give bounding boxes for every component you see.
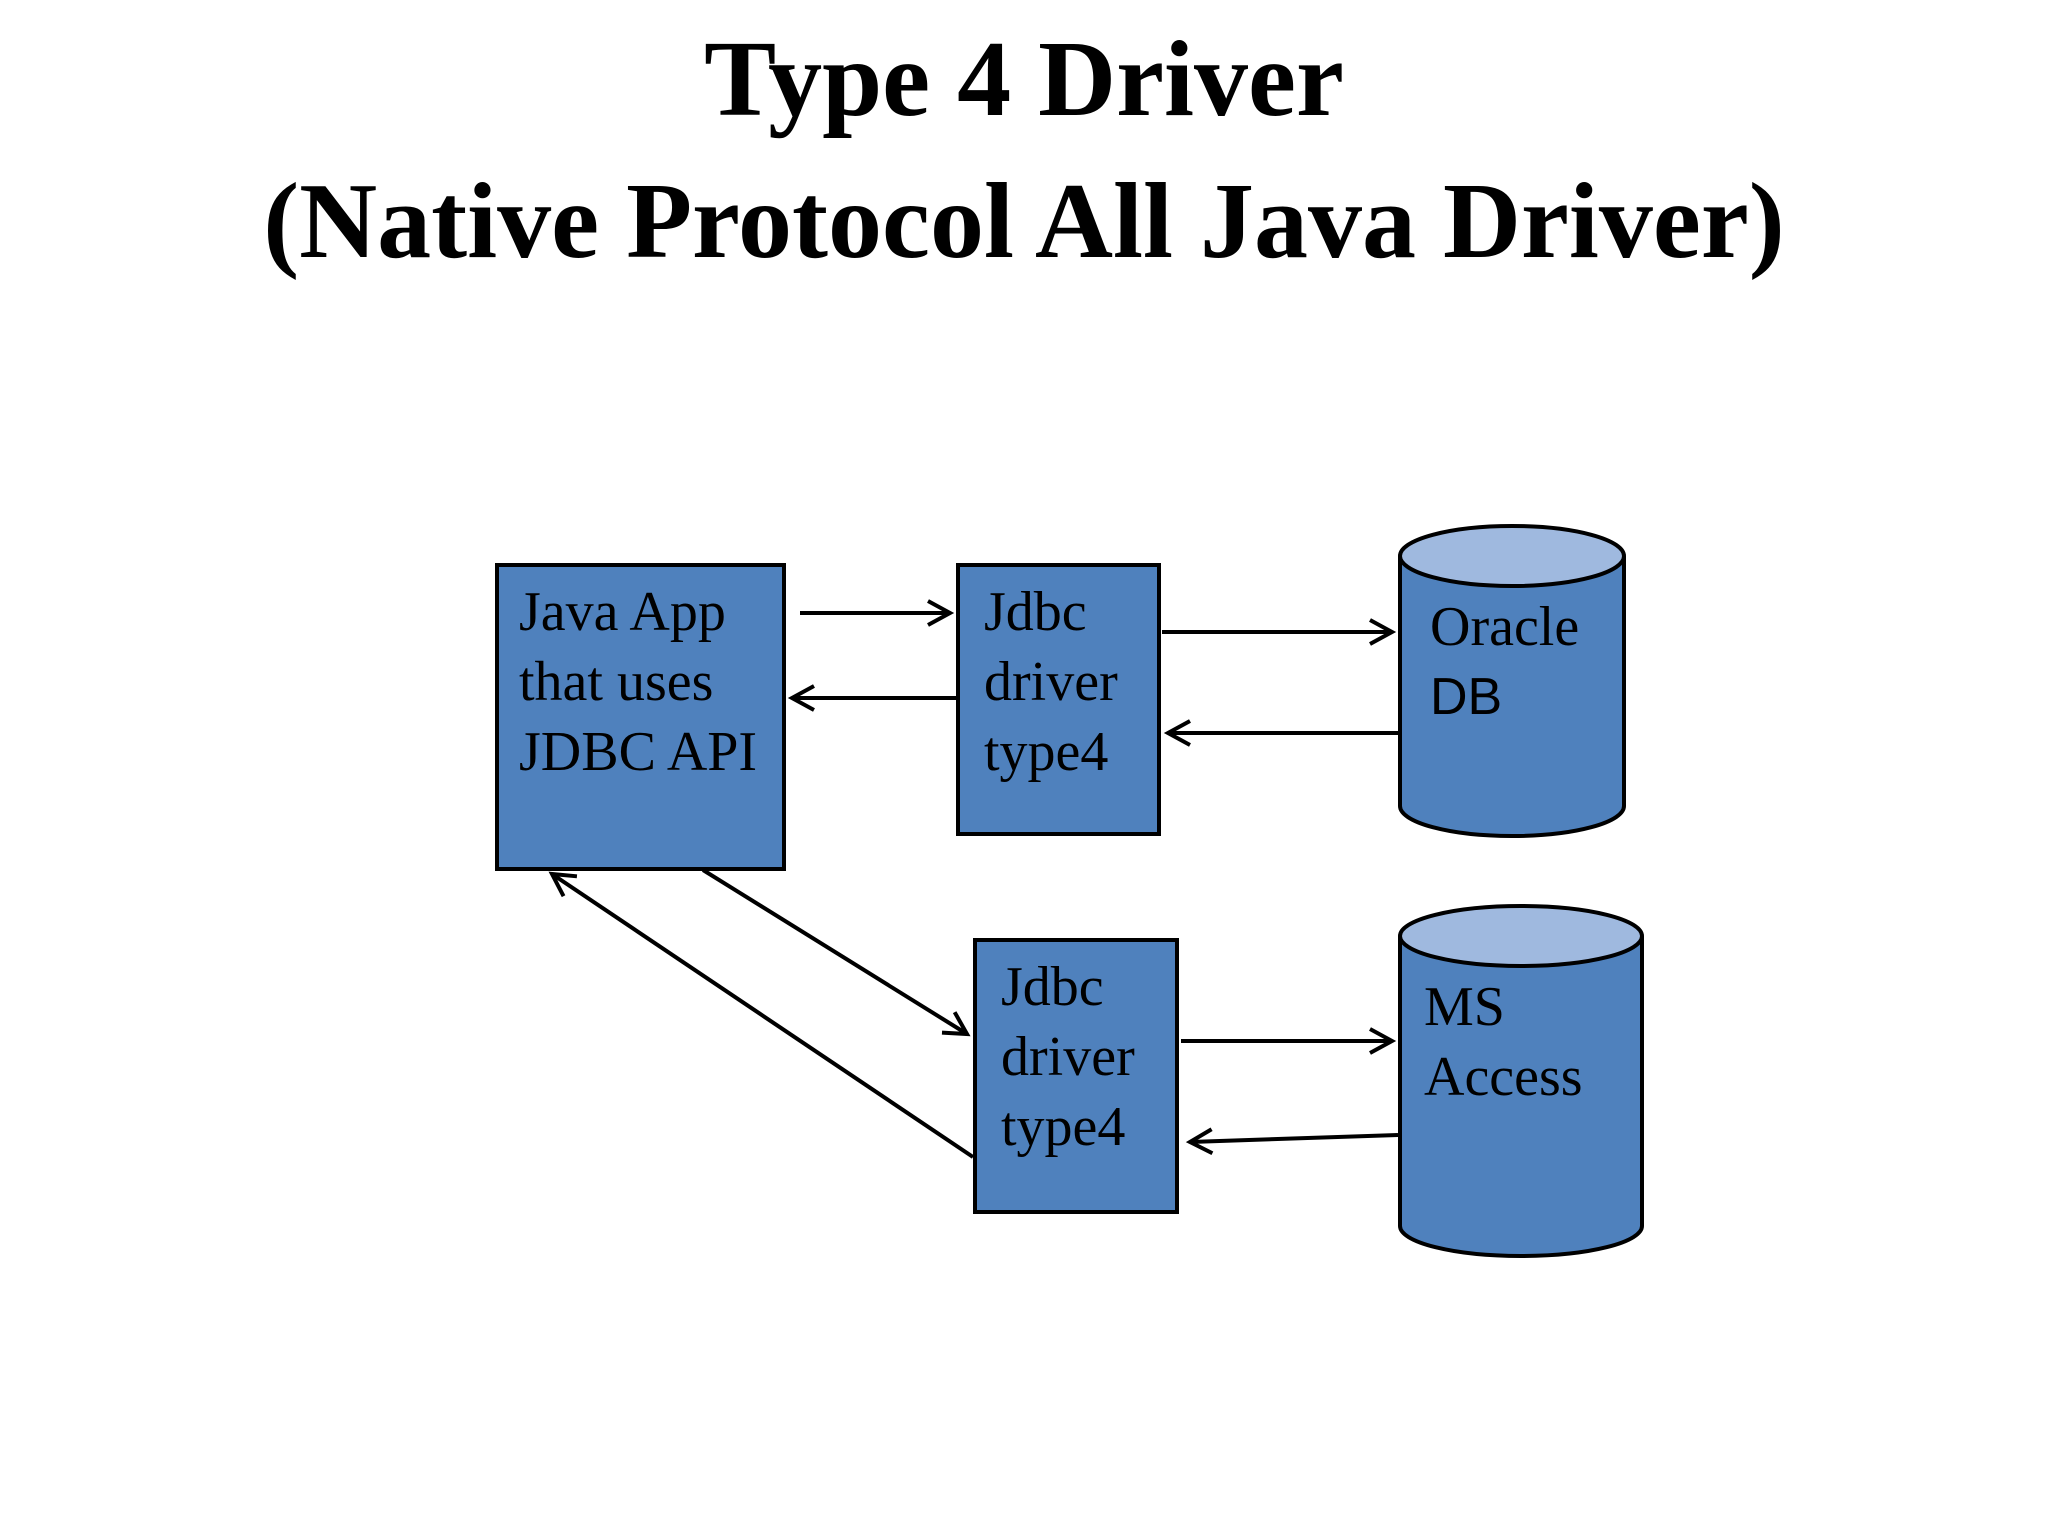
oracle-db-label-line: Oracle <box>1430 596 1580 658</box>
title-line-2: (Native Protocol All Java Driver) <box>263 161 1785 281</box>
jdbc-driver-bottom-node: Jdbc driver type4 <box>973 938 1179 1214</box>
jdbc-driver-top-label-line: Jdbc <box>984 581 1087 643</box>
title-line-1: Type 4 Driver <box>704 20 1344 139</box>
ms-access-label-line: Access <box>1424 1046 1583 1108</box>
java-app-node: Java App that uses JDBC API <box>495 563 786 871</box>
ms-access-label-line: MS <box>1424 976 1505 1038</box>
ms-access-cylinder-icon <box>1398 904 1644 1258</box>
oracle-db-cylinder-top <box>1398 524 1626 588</box>
ms-access-cylinder-top <box>1398 904 1644 968</box>
java-app-label-line: that uses <box>519 651 714 713</box>
jdbc-driver-bottom-label-line: driver <box>1001 1026 1135 1088</box>
jdbc-driver-top-label-line: driver <box>984 651 1118 713</box>
oracle-db-label-line: DB <box>1430 668 1503 726</box>
jdbc-driver-top-label-line: type4 <box>984 721 1109 783</box>
oracle-db-cylinder-icon <box>1398 524 1626 838</box>
arrow-msaccess-to-jdbcbottom <box>1185 1127 1399 1156</box>
slide-title: Type 4 Driver (Native Protocol All Java … <box>0 14 2048 288</box>
jdbc-driver-bottom-label-line: Jdbc <box>1001 956 1104 1018</box>
oracle-db-label: Oracle DB <box>1430 592 1579 732</box>
arrow-javaapp-to-jdbcbottom <box>701 868 971 1037</box>
java-app-label-line: JDBC API <box>519 721 758 783</box>
jdbc-driver-top-node: Jdbc driver type4 <box>956 563 1161 836</box>
jdbc-driver-bottom-label-line: type4 <box>1001 1096 1126 1158</box>
oracle-db-cylinder-body <box>1398 556 1626 838</box>
arrow-jdbcbottom-to-javaapp <box>548 871 975 1159</box>
ms-access-label: MS Access <box>1424 972 1583 1112</box>
ms-access-cylinder-body <box>1398 936 1644 1258</box>
java-app-label-line: Java App <box>519 581 726 643</box>
